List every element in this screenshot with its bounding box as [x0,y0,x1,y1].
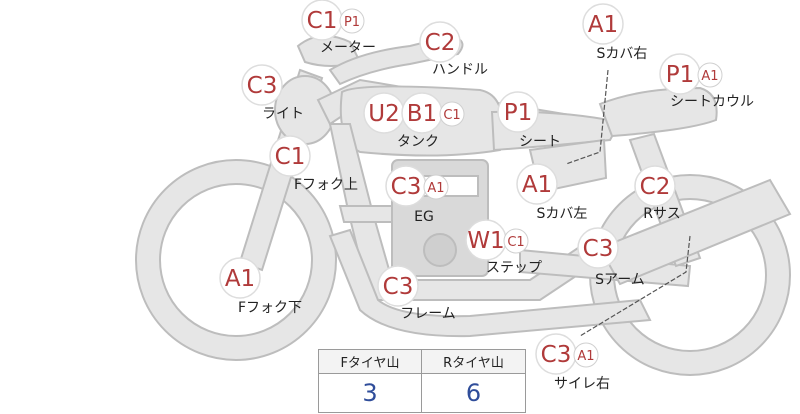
part-label-r-suspension: Rサス [643,206,680,222]
front-tire-value: 3 [319,374,422,412]
grade-code: A1 [577,349,594,364]
callout-light: C3 ライト [241,64,304,122]
tire-tread-table: Fタイヤ山 Rタイヤ山 3 6 [318,349,526,413]
grade-badge [377,265,419,307]
grade-code: P1 [504,100,533,126]
grade-code: C1 [275,144,306,170]
grade-badge [516,163,558,205]
rear-tire-value: 6 [465,379,482,407]
callout-muffler-right: C3 A1 サイレ右 [535,333,610,392]
part-label-light: ライト [262,106,304,122]
grade-code: A1 [522,172,552,198]
grade-code: C3 [383,274,414,300]
grade-badge [573,342,599,368]
grade-badge [577,227,619,269]
grade-badge [339,8,365,34]
grade-badge [423,174,449,200]
grade-badge [697,62,723,88]
callout-frame: C3 フレーム [377,265,456,322]
part-label-seat-cowl: シートカウル [670,94,754,110]
grade-code: C2 [425,30,456,56]
grade-badge [503,228,529,254]
part-label-f-fork-upper: Fフォク上 [294,177,358,193]
grade-badge [634,165,676,207]
leader-line-s-cover-right [565,69,609,165]
part-label-frame: フレーム [400,306,456,322]
callout-seat: P1 シート [497,91,561,150]
grade-code: A1 [427,181,444,196]
grade-badge [439,101,465,127]
grade-badge [497,91,539,133]
grade-badge [269,135,311,177]
grade-code: B1 [407,101,437,127]
grade-code: W1 [467,228,504,254]
part-label-s-cover-right: Sカバ右 [597,46,648,62]
part-label-s-cover-left: Sカバ左 [537,206,588,222]
part-label-seat: シート [519,134,561,150]
front-tire-header: Fタイヤ山 [319,350,422,374]
grade-code: U2 [368,101,399,127]
part-label-muffler-right: サイレ右 [554,376,610,392]
grade-code: C1 [443,108,460,123]
grade-code: A1 [588,12,618,38]
grade-code: C2 [640,174,671,200]
grade-code: C1 [307,8,338,34]
grade-badge [219,257,261,299]
part-label-f-fork-lower: Fフォク下 [238,300,302,316]
grade-code: C3 [247,73,278,99]
part-label-swing-arm: Sアーム [595,272,645,288]
grade-badge [582,3,624,45]
part-label-meter: メーター [320,40,376,56]
grade-code: A1 [701,69,718,84]
grade-code: P1 [344,15,360,30]
grade-code: C3 [541,342,572,368]
grade-code: A1 [225,266,255,292]
grade-code: C1 [507,235,524,250]
callout-meter: C1 P1 メーター [301,0,376,56]
exhaust-pipe [328,228,652,338]
grade-badge [241,64,283,106]
muffler-body [598,178,792,286]
callout-tank: U2 B1 C1 タンク [363,92,465,150]
rear-tire-header: Rタイヤ山 [422,350,525,374]
part-label-handle: ハンドル [432,62,488,78]
leader-line-muffler-right [579,235,691,337]
part-label-tank: タンク [397,134,439,150]
grade-code: C3 [583,236,614,262]
callout-handle: C2 ハンドル [419,21,488,78]
grade-badge [419,21,461,63]
callout-seat-cowl: P1 A1 シートカウル [659,53,754,110]
grade-code: C3 [391,174,422,200]
part-label-step: ステップ [486,260,542,276]
seat-cowl-body [598,86,718,138]
part-label-engine: EG [414,209,434,225]
grade-code: P1 [666,62,695,88]
